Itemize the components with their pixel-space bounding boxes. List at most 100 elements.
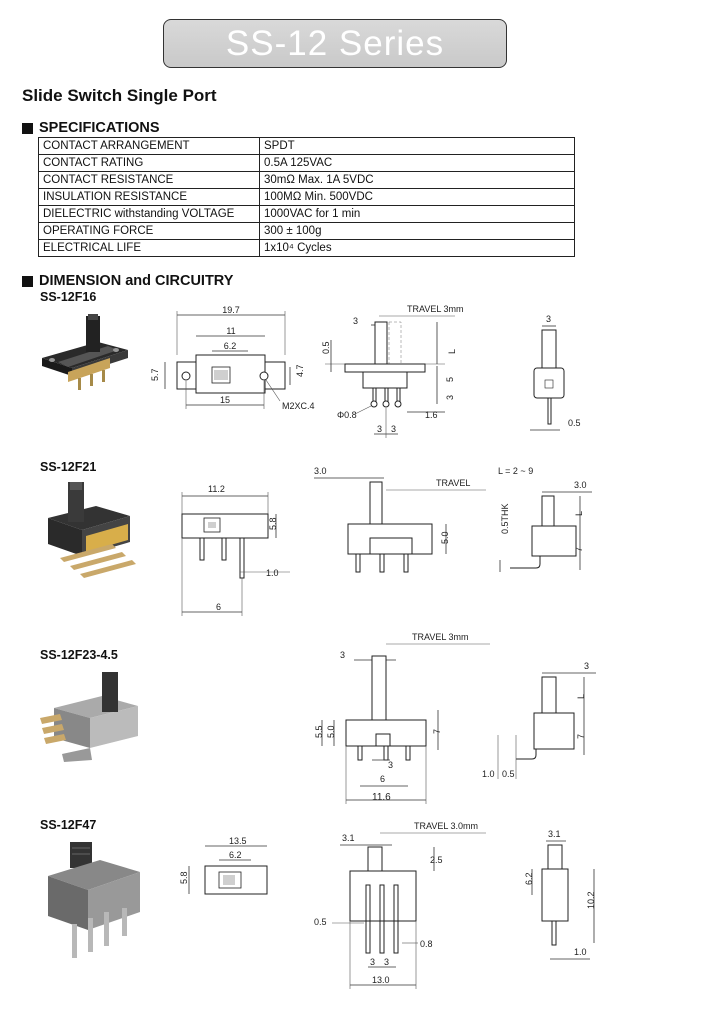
dim-5-0: 5.0 [440,531,450,544]
dim-phi: Φ0.8 [337,410,357,420]
dim-1-0-f47: 1.0 [574,947,587,957]
dim-13-0: 13.0 [372,975,390,985]
dim-3-1: 3.1 [342,833,355,843]
ss12f47-top-view: 13.5 6.2 5.8 [179,836,268,895]
dim-1-0-f23: 1.0 [482,769,495,779]
dim-1-0: 1.0 [266,568,279,578]
dim-6-2-f47: 6.2 [229,850,242,860]
dim-3-f23: 3 [340,650,345,660]
dim-11-2: 11.2 [208,484,225,494]
dim-11: 11 [226,326,235,336]
travel-label: TRAVEL 3mm [407,304,464,314]
model-label-ss12f47: SS-12F47 [40,818,97,832]
dim-3c: 3 [377,424,382,434]
spec-key: INSULATION RESISTANCE [38,188,260,206]
dim-6-f23: 6 [380,774,385,784]
dim-3e: 3 [546,314,551,324]
dim-L-2: L [574,511,584,516]
dim-L-f23: L [576,694,586,699]
spec-value: 1x10⁴ Cycles [259,239,575,257]
dim-3b-f23: 3 [388,760,393,770]
ss12f23-photo [40,672,138,762]
dim-L-range: L = 2 ~ 9 [498,466,533,476]
ss12f47-photo [48,842,140,958]
dim-1-6: 1.6 [425,410,438,420]
dimension-heading: DIMENSION and CIRCUITRY [22,273,233,289]
spec-value: 30mΩ Max. 1A 5VDC [259,171,575,189]
dim-10-2: 10.2 [586,891,596,909]
specifications-heading: SPECIFICATIONS [22,120,160,136]
dim-15: 15 [220,395,230,405]
dim-3a: 3 [353,316,358,326]
spec-key: CONTACT ARRANGEMENT [38,137,260,155]
ss12f21-photo [48,482,136,578]
ss12f16-top-view: 19.7 11 6.2 15 5.7 4.7 M2XC.4 [150,305,315,411]
ss12f47-front-view: TRAVEL 3.0mm 3.1 2.5 0.5 0.8 3 3 13.0 [314,821,486,989]
dim-m2: M2XC.4 [282,401,315,411]
spec-key: CONTACT RATING [38,154,260,172]
dim-3a-f47: 3 [370,957,375,967]
spec-value: 300 ± 100g [259,222,575,240]
dim-7: 7 [574,547,584,552]
dim-13-5: 13.5 [229,836,247,846]
spec-value: 1000VAC for 1 min [259,205,575,223]
dim-6: 6 [216,602,221,612]
model-label-ss12f21: SS-12F21 [40,460,97,474]
spec-key: OPERATING FORCE [38,222,260,240]
ss12f16-photo [42,314,128,390]
dim-thk: 0.5THK [500,503,510,534]
page-subtitle: Slide Switch Single Port [22,86,217,105]
spec-key: CONTACT RESISTANCE [38,171,260,189]
ss12f47-side-view: 3.1 6.2 10.2 1.0 [524,829,596,960]
dim-6-2b: 6.2 [524,872,534,885]
dim-0-5b: 0.5 [568,418,581,428]
travel-label-2: TRAVEL [436,478,470,488]
dim-L: L [447,349,457,354]
dim-5-0-f23: 5.0 [326,725,336,738]
dim-7-f23: 7 [432,729,442,734]
bullet-square-icon [22,275,33,287]
dim-0-8: 0.8 [420,939,433,949]
model-label-ss12f16: SS-12F16 [40,290,97,304]
dim-3-0b: 3.0 [574,480,587,490]
dim-3-0: 3.0 [314,466,327,476]
ss12f21-front-view: 3.0 TRAVEL 5.0 [314,466,486,573]
ss12f21-side-view: L = 2 ~ 9 3.0 L 7 0.5THK [498,466,592,572]
ss12f16-side-view: 3 0.5 [530,314,581,431]
travel-label-4: TRAVEL 3.0mm [414,821,478,831]
spec-key: DIELECTRIC withstanding VOLTAGE [38,205,260,223]
dim-5-8-f47: 5.8 [179,871,189,884]
dim-5: 5 [445,377,455,382]
dim-3c-f23: 3 [584,661,589,671]
model-label-ss12f23: SS-12F23-4.5 [40,648,118,662]
spec-value: 0.5A 125VAC [259,154,575,172]
spec-key: ELECTRICAL LIFE [38,239,260,257]
title-banner: SS-12 Series [163,19,507,68]
dim-6-2: 6.2 [224,341,237,351]
ss12f16-front-view: TRAVEL 3mm 3 0.5 L 5 3 Φ0.8 1.6 3 3 [321,304,464,438]
bullet-square-icon [22,122,33,134]
dim-19-7: 19.7 [222,305,240,315]
spec-value: SPDT [259,137,575,155]
dim-3d: 3 [391,424,396,434]
ss12f23-front-view: TRAVEL 3mm 3 5.5 5.0 7 3 6 11.6 [314,632,490,804]
spec-value: 100MΩ Min. 500VDC [259,188,575,206]
ss12f23-side-view: 3 L 7 1.0 0.5 [482,661,596,779]
dim-4-7: 4.7 [295,364,305,377]
page-title: SS-12 Series [225,23,445,63]
dim-2-5: 2.5 [430,855,443,865]
dim-5-5: 5.5 [314,725,324,738]
dim-5-7: 5.7 [150,368,160,381]
dim-11-6: 11.6 [372,792,391,803]
dim-0-5-f47: 0.5 [314,917,327,927]
dim-5-8: 5.8 [268,517,278,530]
dim-3b-f47: 3 [384,957,389,967]
